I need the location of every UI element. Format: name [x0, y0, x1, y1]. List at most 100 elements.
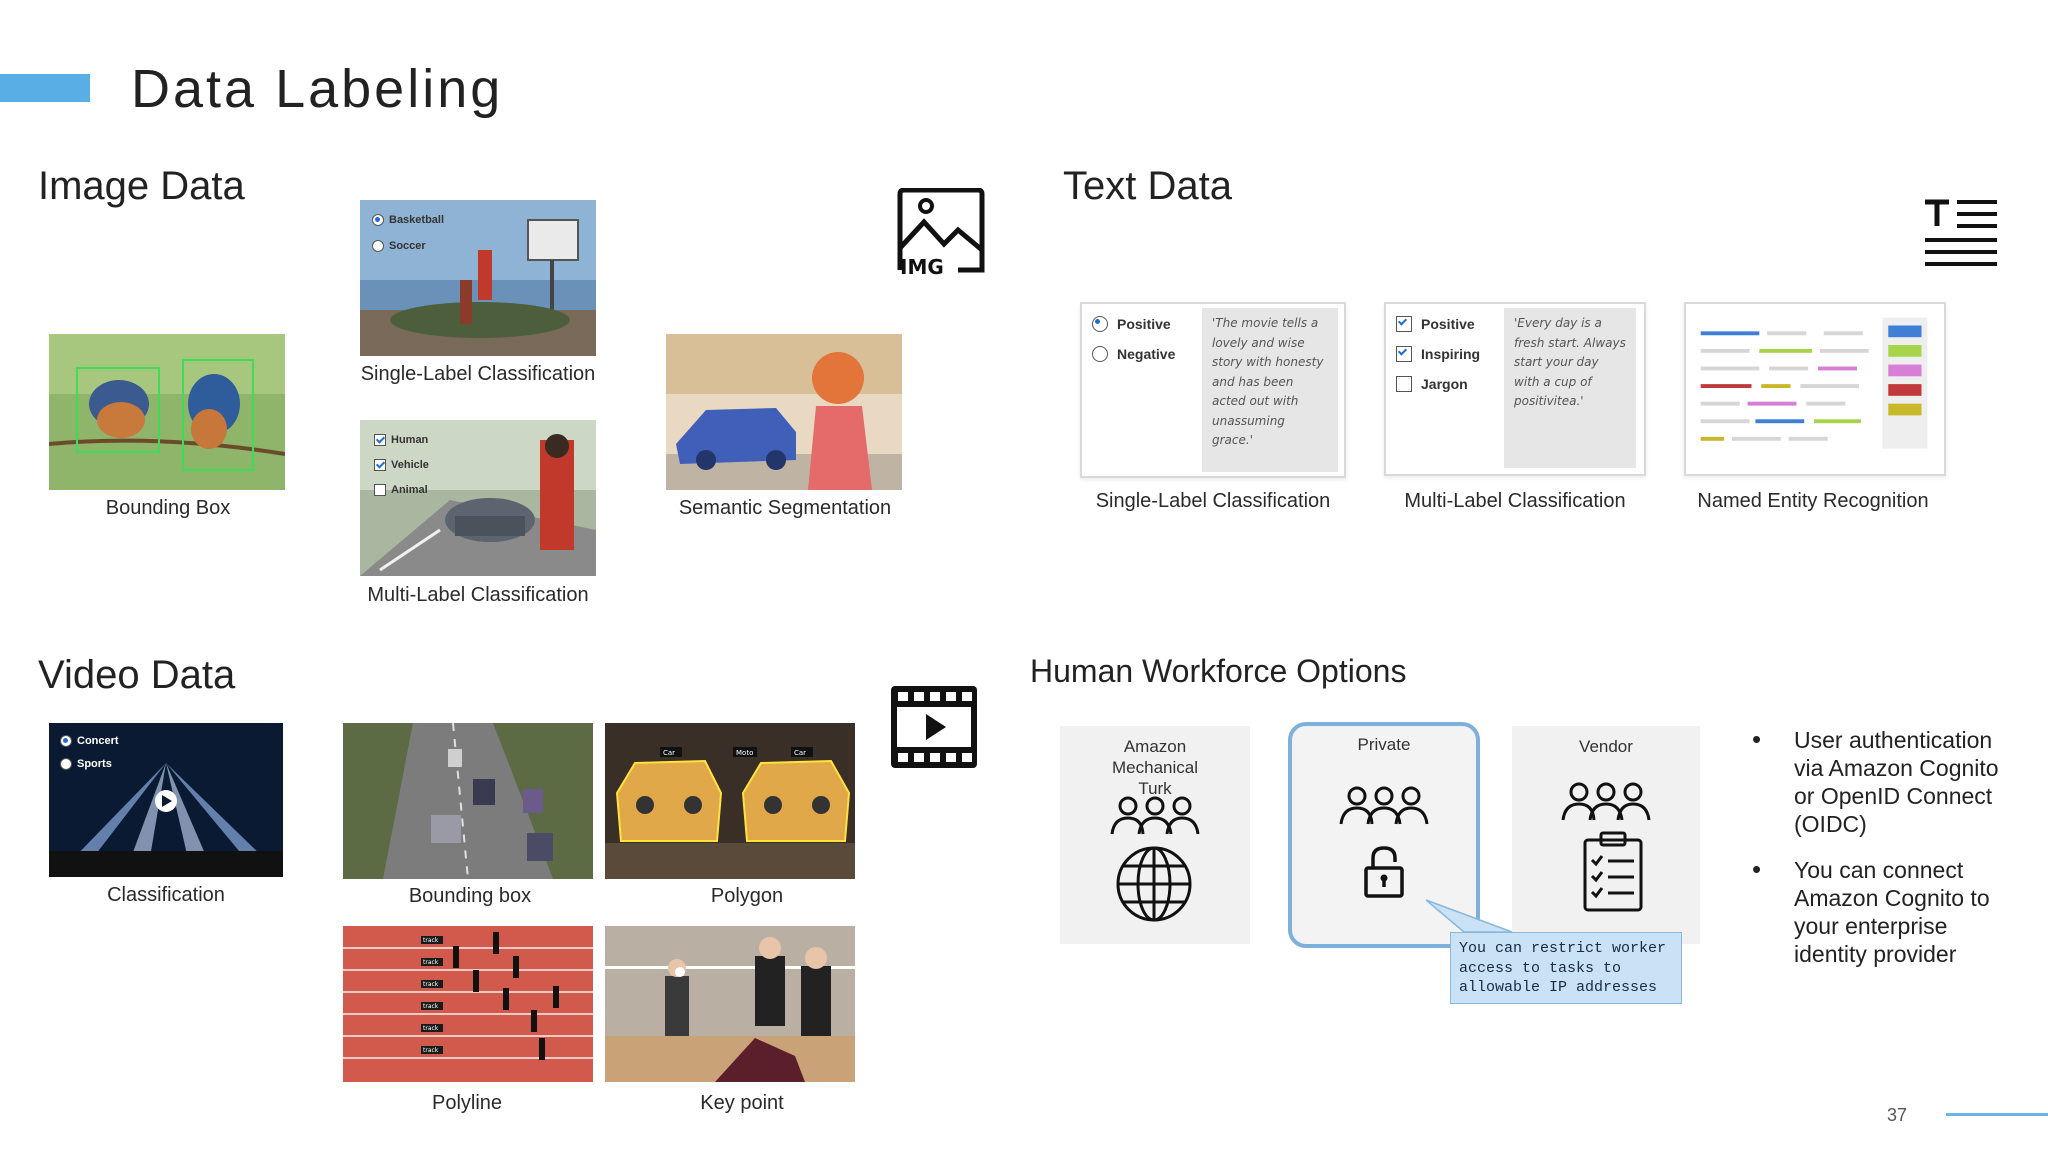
- svg-text:track: track: [423, 937, 439, 944]
- radio-selected: [372, 214, 384, 226]
- svg-text:Car: Car: [663, 749, 675, 757]
- caption-multi-label: Multi-Label Classification: [367, 584, 589, 606]
- workforce-label: Vendor: [1579, 737, 1633, 756]
- video-bounding-box-image: [343, 723, 593, 879]
- option-human: Human: [374, 434, 428, 446]
- entity-tag-swatch: [1888, 325, 1922, 338]
- entity-tag-swatch: [1888, 403, 1922, 416]
- footer-accent-line: [1946, 1113, 2048, 1116]
- text-line: [1819, 348, 1869, 353]
- multi-label-image: [360, 420, 596, 576]
- radio-unselected: [60, 758, 72, 770]
- title-accent-bar: [0, 74, 90, 102]
- caption-ner: Named Entity Recognition: [1697, 490, 1929, 512]
- text-line: [1700, 348, 1750, 353]
- caption-video-classification: Classification: [107, 884, 225, 906]
- radio-unselected: [1092, 346, 1108, 362]
- caption-video-keypoint: Key point: [700, 1092, 784, 1114]
- image-img-icon: IMG: [896, 187, 986, 279]
- caption-text-multi-label: Multi-Label Classification: [1404, 490, 1626, 512]
- radio-unselected: [372, 240, 384, 252]
- private-workforce-tooltip: You can restrict worker access to tasks …: [1450, 932, 1682, 1004]
- bounding-box-image: [49, 334, 285, 490]
- svg-text:track: track: [423, 1003, 439, 1010]
- bullet-item: User authentication via Amazon Cognito o…: [1752, 725, 2012, 838]
- entity-tag-swatch: [1888, 384, 1922, 396]
- entity-highlight: [1700, 436, 1725, 441]
- video-keypoint-image: [605, 926, 855, 1082]
- people-icon: [1561, 782, 1651, 821]
- film-play-icon: [889, 684, 979, 770]
- entity-highlight: [1755, 419, 1805, 424]
- option-soccer: Soccer: [372, 240, 426, 252]
- entity-highlight: [1747, 401, 1797, 406]
- text-line: [1700, 419, 1750, 424]
- checkbox-checked: [374, 459, 386, 471]
- text-line: [1731, 436, 1781, 441]
- option-concert: Concert: [60, 735, 119, 747]
- svg-text:track: track: [423, 1047, 439, 1054]
- entity-highlight: [1759, 348, 1813, 353]
- caption-video-polyline: Polyline: [431, 1092, 503, 1114]
- video-data-title: Video Data: [38, 653, 236, 697]
- page-number: 37: [1887, 1105, 1908, 1125]
- video-polyline-image: track track track track track track: [343, 926, 593, 1082]
- globe-icon: [1116, 846, 1192, 922]
- text-line: [1700, 366, 1760, 371]
- tooltip-pointer: [1425, 899, 1513, 933]
- caption-semantic-segmentation: Semantic Segmentation: [678, 497, 892, 519]
- option-positive: Positive: [1092, 316, 1175, 332]
- image-data-title: Image Data: [38, 164, 245, 208]
- slide-title: Data Labeling: [131, 59, 504, 119]
- svg-text:Moto: Moto: [736, 749, 753, 757]
- text-single-label-card: Positive Negative 'The movie tells a lov…: [1080, 302, 1346, 478]
- svg-text:Car: Car: [794, 749, 806, 757]
- semantic-segmentation-image: [666, 334, 902, 490]
- caption-video-bounding-box: Bounding box: [408, 885, 532, 907]
- entity-highlight: [1700, 384, 1752, 389]
- option-inspiring: Inspiring: [1396, 346, 1480, 362]
- single-label-image: [360, 200, 596, 356]
- option-animal: Animal: [374, 484, 428, 496]
- checkbox-checked: [374, 434, 386, 446]
- entity-highlight: [1700, 331, 1760, 336]
- text-data-title: Text Data: [1063, 164, 1232, 208]
- svg-text:track: track: [423, 981, 439, 988]
- option-basketball: Basketball: [372, 214, 444, 226]
- option-vehicle: Vehicle: [374, 459, 429, 471]
- option-positive: Positive: [1396, 316, 1480, 332]
- caption-bounding-box: Bounding Box: [105, 497, 231, 519]
- text-line: [1767, 331, 1807, 336]
- text-line: [1806, 401, 1846, 406]
- sentiment-options: Positive Negative: [1092, 316, 1175, 376]
- text-line: [1700, 401, 1740, 406]
- positivity-quote: 'Every day is a fresh start. Always star…: [1504, 308, 1636, 468]
- checkbox-checked: [1396, 346, 1412, 362]
- caption-text-single-label: Single-Label Classification: [1095, 490, 1331, 512]
- clipboard-checklist-icon: [1583, 831, 1643, 912]
- text-line: [1823, 331, 1863, 336]
- text-multi-label-card: Positive Inspiring Jargon 'Every day is …: [1384, 302, 1646, 476]
- text-paragraph-icon: [1923, 198, 1999, 270]
- caption-video-polygon: Polygon: [710, 885, 784, 907]
- ner-card: [1684, 302, 1946, 476]
- option-sports: Sports: [60, 758, 112, 770]
- checkbox-unchecked: [374, 484, 386, 496]
- multi-label-options: Positive Inspiring Jargon: [1396, 316, 1480, 406]
- workforce-label: Private: [1357, 735, 1411, 754]
- video-classification-image: [49, 723, 283, 877]
- svg-text:track: track: [423, 959, 439, 966]
- text-line: [1769, 366, 1809, 371]
- workforce-label: Amazon Mechanical Turk: [1112, 737, 1198, 798]
- svg-text:IMG: IMG: [900, 255, 944, 276]
- video-polygon-image: Car Moto Car: [605, 723, 855, 879]
- people-icon: [1110, 796, 1200, 835]
- svg-text:track: track: [423, 1025, 439, 1032]
- entity-highlight: [1814, 419, 1861, 424]
- workforce-bullets: User authentication via Amazon Cognito o…: [1752, 725, 2012, 986]
- radio-selected: [1092, 316, 1108, 332]
- text-line: [1788, 436, 1828, 441]
- caption-single-label: Single-Label Classification: [360, 363, 596, 385]
- text-line: [1800, 384, 1859, 389]
- entity-highlight: [1761, 384, 1791, 389]
